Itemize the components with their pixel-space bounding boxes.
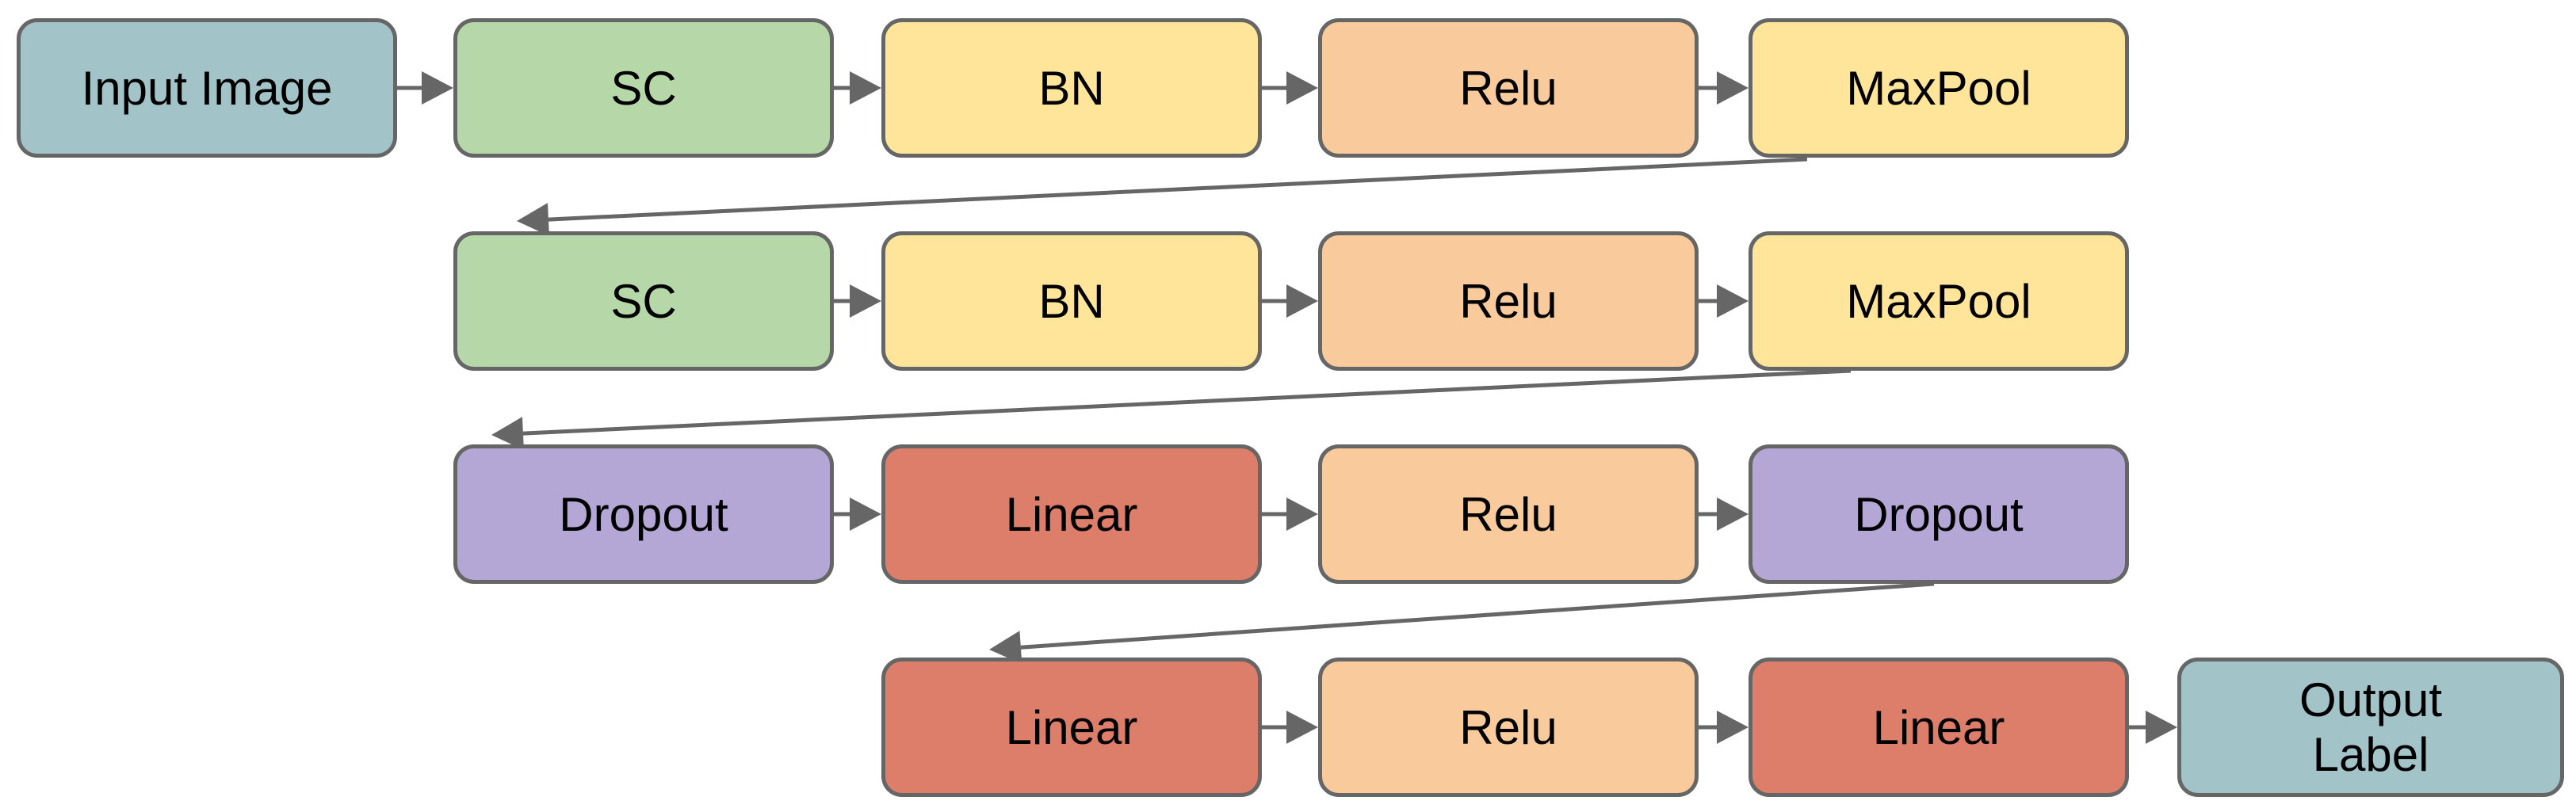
- edge-input-image-sc-1: [397, 71, 453, 105]
- node-dropout-1: Dropout: [453, 444, 834, 584]
- edge-bn-1-relu-1: [1262, 71, 1318, 105]
- node-linear-2: Linear: [881, 658, 1262, 797]
- node-label: BN: [1038, 61, 1105, 115]
- node-relu-1: Relu: [1318, 18, 1699, 158]
- node-label: Relu: [1459, 61, 1557, 115]
- node-label: Dropout: [1854, 487, 2024, 541]
- edge-bn-2-relu-2: [1262, 284, 1318, 318]
- node-relu-4: Relu: [1318, 658, 1699, 797]
- edge-dropout-1-linear-1: [834, 497, 881, 531]
- node-label: Relu: [1459, 274, 1557, 328]
- edge-maxpool-2-dropout-1: [491, 368, 1852, 451]
- edge-sc-1-bn-1: [834, 71, 881, 105]
- node-label: Output: [2299, 673, 2443, 726]
- edge-sc-2-bn-2: [834, 284, 881, 318]
- node-label: BN: [1038, 274, 1105, 328]
- node-sc-2: SC: [453, 231, 834, 371]
- node-linear-1: Linear: [881, 444, 1262, 584]
- edge-linear-1-relu-3: [1262, 497, 1318, 531]
- node-bn-1: BN: [881, 18, 1262, 158]
- edge-relu-2-maxpool-2: [1699, 284, 1749, 318]
- edge-relu-3-dropout-2: [1699, 497, 1749, 531]
- node-label: Relu: [1459, 700, 1557, 754]
- node-label: Linear: [1872, 700, 2005, 754]
- node-input-image: Input Image: [17, 18, 397, 158]
- node-label: Linear: [1005, 487, 1138, 541]
- edge-relu-4-linear-3: [1699, 711, 1749, 744]
- node-dropout-2: Dropout: [1749, 444, 2129, 584]
- node-label: Label: [2312, 728, 2429, 781]
- node-bn-2: BN: [881, 231, 1262, 371]
- node-label: Linear: [1005, 700, 1138, 754]
- node-maxpool-1: MaxPool: [1749, 18, 2129, 158]
- node-sc-1: SC: [453, 18, 834, 158]
- edge-maxpool-1-sc-2: [517, 157, 1808, 237]
- node-label: Dropout: [559, 487, 728, 541]
- node-label: MaxPool: [1846, 61, 2031, 115]
- node-linear-3: Linear: [1749, 658, 2129, 797]
- node-label: Relu: [1459, 487, 1557, 541]
- node-label: MaxPool: [1846, 274, 2031, 328]
- edge-linear-3-output-label: [2129, 711, 2177, 744]
- edge-relu-1-maxpool-1: [1699, 71, 1749, 105]
- node-maxpool-2: MaxPool: [1749, 231, 2129, 371]
- node-label: SC: [610, 61, 677, 115]
- node-label: Input Image: [81, 61, 333, 115]
- node-relu-2: Relu: [1318, 231, 1699, 371]
- edge-linear-2-relu-4: [1262, 711, 1318, 744]
- node-relu-3: Relu: [1318, 444, 1699, 584]
- edge-dropout-2-linear-2: [989, 581, 1935, 665]
- node-label: SC: [610, 274, 677, 328]
